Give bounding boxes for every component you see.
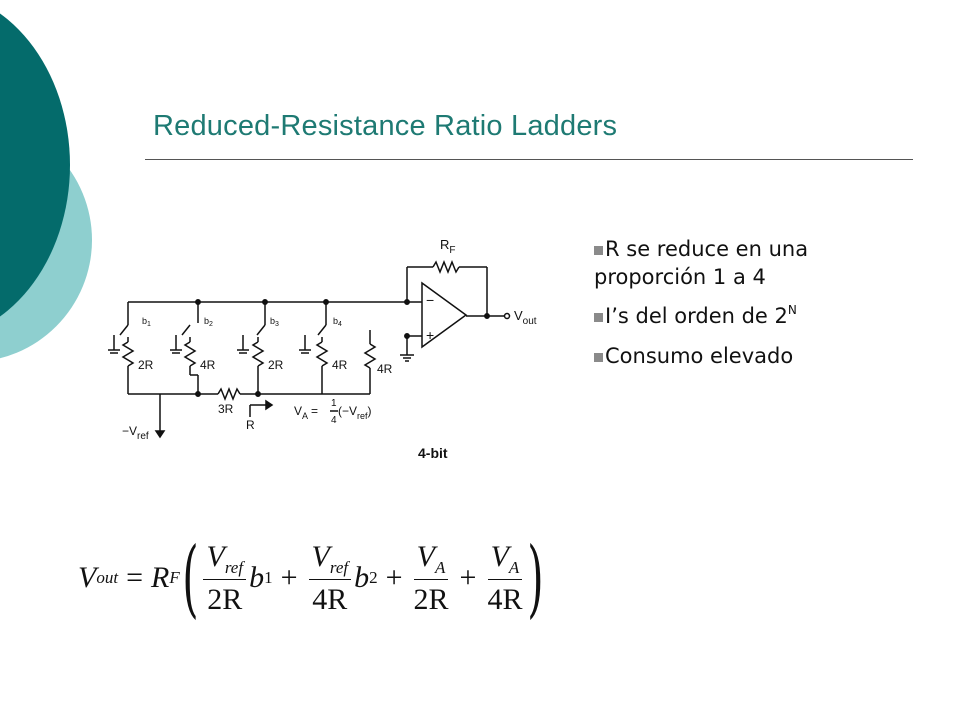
eq-fraction-1: Vref 2R (203, 539, 247, 616)
branch-b4 (299, 302, 329, 394)
eq-t1-num-sub: ref (224, 557, 244, 577)
eq-t2-num: V (311, 539, 330, 573)
svg-text:RF: RF (440, 237, 456, 256)
b3-label: b (270, 316, 275, 326)
svg-text:b2: b2 (204, 316, 213, 328)
r-2r-ladder-circuit-diagram: RF Vout − + b1 b2 b3 b4 2R 4R 2R 4R 4R 3… (108, 237, 537, 461)
eq-rf: R (150, 561, 170, 594)
eq-plus: + (280, 561, 298, 594)
bullet-item: I’s del orden de 2N (594, 303, 924, 331)
bullet-item: R se reduce en una proporción 1 a 4 (594, 236, 924, 291)
va-equals: = (311, 404, 318, 418)
bullet-square-icon (594, 313, 603, 323)
branch-b1 (108, 302, 135, 394)
rf-resistor (432, 259, 460, 275)
r5-label: 4R (377, 362, 393, 376)
b1-label: b (142, 316, 147, 326)
eq-t4-num: V (490, 539, 509, 573)
r-equiv-label: R (246, 418, 255, 432)
bullet-text: R se reduce en una proporción 1 a 4 (594, 237, 809, 289)
equiv-arrow-head (265, 399, 274, 411)
eq-equals: = (126, 561, 143, 594)
vout-label-sub: out (523, 316, 537, 327)
bullet-item: Consumo elevado (594, 343, 924, 371)
svg-text:b1: b1 (142, 316, 151, 328)
eq-lhs: V (78, 561, 97, 594)
svg-text:(−Vref): (−Vref) (338, 404, 372, 421)
b3-sub: 3 (275, 321, 279, 328)
eq-rf-sub: F (169, 568, 180, 587)
va-label-sub: A (302, 411, 308, 421)
vref-arrow (154, 430, 166, 439)
r1-label: 2R (138, 358, 154, 372)
eq-t1-den: 2R (207, 582, 243, 616)
b4-sub: 4 (338, 321, 342, 328)
va-rhs: (−V (338, 404, 357, 418)
series-resistor-3r (217, 386, 241, 402)
eq-fraction-4: VA 4R (487, 541, 522, 615)
eq-t4-num-sub: A (508, 557, 520, 577)
svg-text:b3: b3 (270, 316, 279, 328)
op-amp-triangle (421, 281, 468, 349)
vref-label: −V (122, 424, 137, 438)
bullet-text: Consumo elevado (605, 344, 794, 369)
branch-b2 (170, 302, 199, 394)
eq-t3-den: 2R (413, 582, 449, 616)
eq-t4-den: 4R (487, 582, 523, 616)
eq-lhs-sub: out (96, 568, 119, 587)
svg-text:Vout: Vout (514, 308, 537, 327)
minus-sign: − (426, 292, 434, 308)
va-fraction-num: 1 (331, 398, 337, 409)
vout-label: V (514, 308, 523, 323)
r4-label: 4R (332, 358, 348, 372)
eq-t1-num: V (206, 539, 225, 573)
b4-label: b (333, 316, 338, 326)
b1-sub: 1 (147, 321, 151, 328)
eq-t3-num-sub: A (434, 557, 446, 577)
eq-plus: + (385, 561, 403, 594)
eq-t1-b-sub: 1 (264, 568, 273, 587)
r-series-label: 3R (218, 402, 234, 416)
rf-label: R (440, 237, 449, 252)
termination-resistor (363, 330, 377, 394)
bullet-text: I’s del orden de 2 (605, 304, 788, 329)
circuit-caption: 4-bit (418, 445, 448, 461)
svg-text:VA=: VA= (294, 404, 318, 421)
bullet-list: R se reduce en una proporción 1 a 4 I’s … (594, 236, 924, 383)
eq-t2-b: b (354, 561, 370, 594)
eq-left-paren: ( (181, 529, 199, 627)
title-divider (145, 159, 913, 160)
svg-text:−Vref: −Vref (122, 424, 149, 442)
eq-t2-b-sub: 2 (369, 568, 378, 587)
b2-label: b (204, 316, 209, 326)
page-title: Reduced-Resistance Ratio Ladders (153, 110, 618, 142)
dark-teal-circle (0, 13, 70, 317)
bullet-square-icon (594, 353, 603, 363)
branch-b3 (237, 302, 266, 394)
va-fraction-den: 4 (331, 415, 337, 426)
va-rhs-sub: ref (357, 411, 368, 421)
r2-label: 4R (200, 358, 216, 372)
va-rhs-close: ) (368, 404, 372, 418)
eq-t2-num-sub: ref (329, 557, 349, 577)
b2-sub: 2 (209, 321, 213, 328)
svg-text:b4: b4 (333, 316, 342, 328)
eq-fraction-3: VA 2R (414, 541, 449, 615)
eq-right-paren: ) (527, 529, 545, 627)
rf-label-sub: F (449, 245, 455, 256)
bullet-superscript: N (787, 303, 797, 318)
eq-t1-b: b (249, 561, 265, 594)
bullet-square-icon (594, 246, 603, 255)
eq-t3-num: V (416, 539, 435, 573)
eq-t2-den: 4R (312, 582, 348, 616)
va-label: V (294, 404, 302, 418)
plus-sign: + (426, 327, 434, 343)
eq-fraction-2: Vref 4R (308, 539, 352, 616)
eq-plus: + (459, 561, 477, 594)
output-terminal (503, 312, 511, 320)
vref-label-sub: ref (137, 431, 149, 442)
r3-label: 2R (268, 358, 284, 372)
